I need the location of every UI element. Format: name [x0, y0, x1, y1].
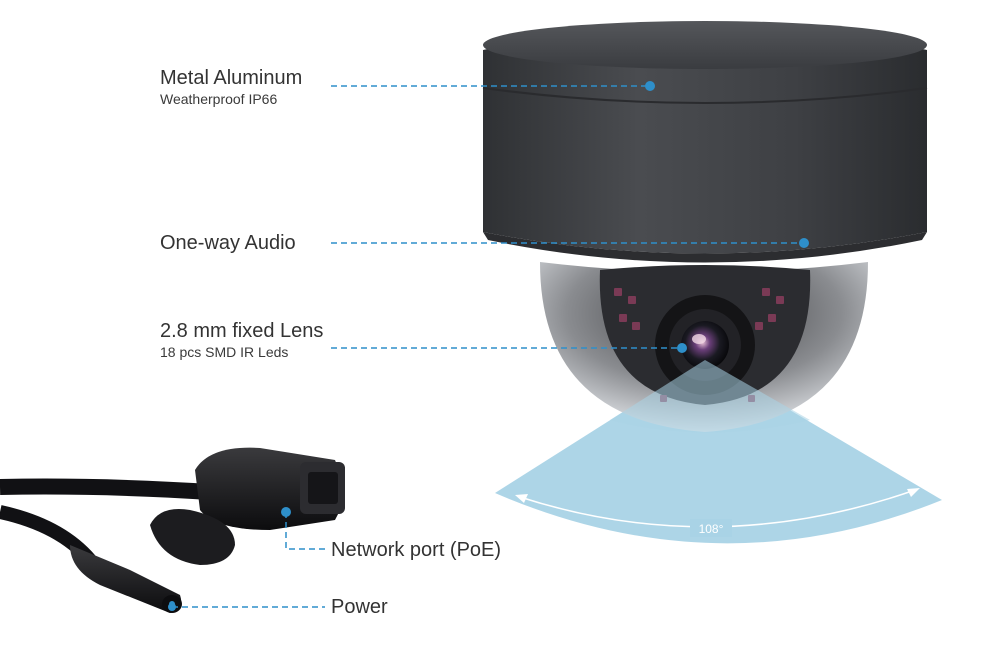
camera-dome	[540, 262, 868, 432]
fov-cone	[495, 360, 942, 544]
audio-marker	[799, 238, 809, 248]
callout-power-title: Power	[331, 596, 388, 618]
callout-leaders	[172, 85, 804, 608]
callout-lens-title: 2.8 mm fixed Lens	[160, 320, 324, 342]
callout-lens: 2.8 mm fixed Lens 18 pcs SMD IR Leds	[160, 319, 323, 361]
lens-marker	[677, 343, 687, 353]
power-marker	[168, 603, 176, 611]
callout-network-title: Network port (PoE)	[331, 539, 502, 561]
callout-audio: One-way Audio	[160, 231, 296, 255]
callout-housing-subtitle: Weatherproof IP66	[160, 91, 278, 107]
callout-dots	[168, 81, 809, 611]
callout-housing-title: Metal Aluminum	[160, 67, 303, 89]
fov-label: 108°	[699, 522, 724, 536]
camera-housing	[482, 21, 928, 263]
cable-assembly	[0, 447, 345, 613]
callout-power: Power	[331, 595, 388, 619]
callout-network: Network port (PoE)	[331, 538, 501, 562]
lens-icon	[681, 321, 729, 369]
callout-housing: Metal Aluminum Weatherproof IP66	[160, 66, 302, 108]
callout-audio-title: One-way Audio	[160, 232, 296, 254]
network-marker	[281, 507, 291, 517]
housing-marker	[645, 81, 655, 91]
callout-lens-subtitle: 18 pcs SMD IR Leds	[160, 344, 289, 360]
